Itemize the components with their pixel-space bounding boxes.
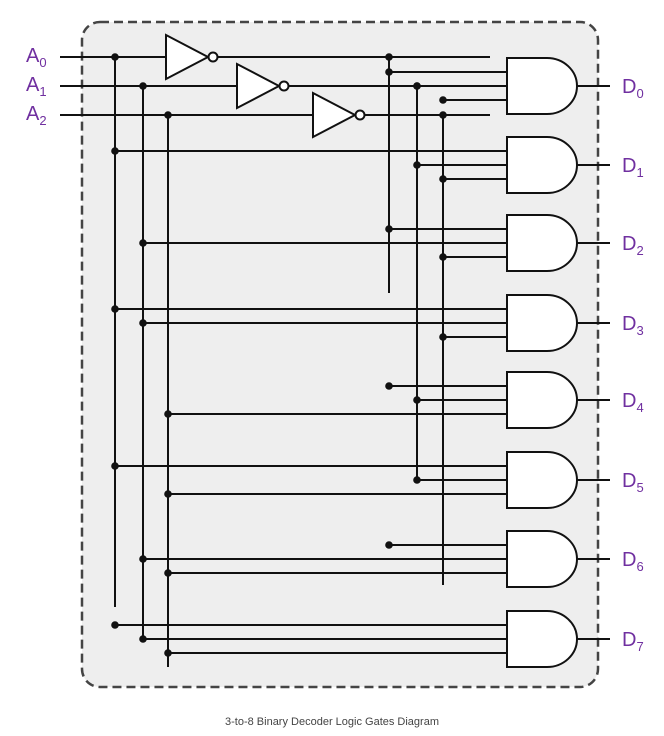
junction-dot <box>139 555 147 563</box>
junction-dot <box>139 319 147 327</box>
junction-dot <box>413 161 421 169</box>
horizontal-wires <box>115 71 507 654</box>
junction-dot <box>439 333 447 341</box>
output-label: D4 <box>622 390 644 415</box>
junction-dot <box>139 239 147 247</box>
and-gate <box>506 136 578 194</box>
output-label: D5 <box>622 470 644 495</box>
junction-dot <box>385 225 393 233</box>
junction-dot <box>111 305 119 313</box>
and-gate <box>506 57 578 115</box>
junction-dot <box>111 621 119 629</box>
junction-dot <box>385 53 393 61</box>
junction-dot <box>439 111 447 119</box>
junction-dot <box>139 635 147 643</box>
output-label: D7 <box>622 629 644 654</box>
and-gate <box>506 610 578 668</box>
diagram-panel <box>80 20 600 689</box>
junction-dot <box>139 82 147 90</box>
output-label: D3 <box>622 313 644 338</box>
junction-dot <box>164 490 172 498</box>
junction-dot <box>385 541 393 549</box>
junction-dots <box>111 53 447 657</box>
decoder-diagram: A0 A1 A2 D <box>26 20 644 689</box>
junction-dot <box>413 396 421 404</box>
input-label-a2: A2 <box>26 103 47 128</box>
and-gate <box>506 214 578 272</box>
and-gate <box>506 451 578 509</box>
not-gate-a0 <box>165 33 219 81</box>
output-label: D2 <box>622 233 644 258</box>
output-label: D1 <box>622 155 644 180</box>
junction-dot <box>164 649 172 657</box>
junction-dot <box>439 96 447 104</box>
and-gate <box>506 530 578 588</box>
junction-dot <box>439 175 447 183</box>
junction-dot <box>111 462 119 470</box>
not-gate-a2 <box>312 91 366 139</box>
junction-dot <box>439 253 447 261</box>
junction-dot <box>413 476 421 484</box>
and-gate <box>506 371 578 429</box>
input-label-a0: A0 <box>26 45 47 70</box>
diagram-caption: 3-to-8 Binary Decoder Logic Gates Diagra… <box>0 708 664 736</box>
junction-dot <box>385 68 393 76</box>
input-label-a1: A1 <box>26 74 47 99</box>
junction-dot <box>111 53 119 61</box>
junction-dot <box>385 382 393 390</box>
and-gate <box>506 294 578 352</box>
junction-dot <box>413 82 421 90</box>
not-gate-a1 <box>236 62 290 110</box>
junction-dot <box>164 569 172 577</box>
junction-dot <box>164 410 172 418</box>
and-gates <box>506 57 610 668</box>
junction-dot <box>111 147 119 155</box>
output-label: D0 <box>622 76 644 101</box>
junction-dot <box>164 111 172 119</box>
output-label: D6 <box>622 549 644 574</box>
